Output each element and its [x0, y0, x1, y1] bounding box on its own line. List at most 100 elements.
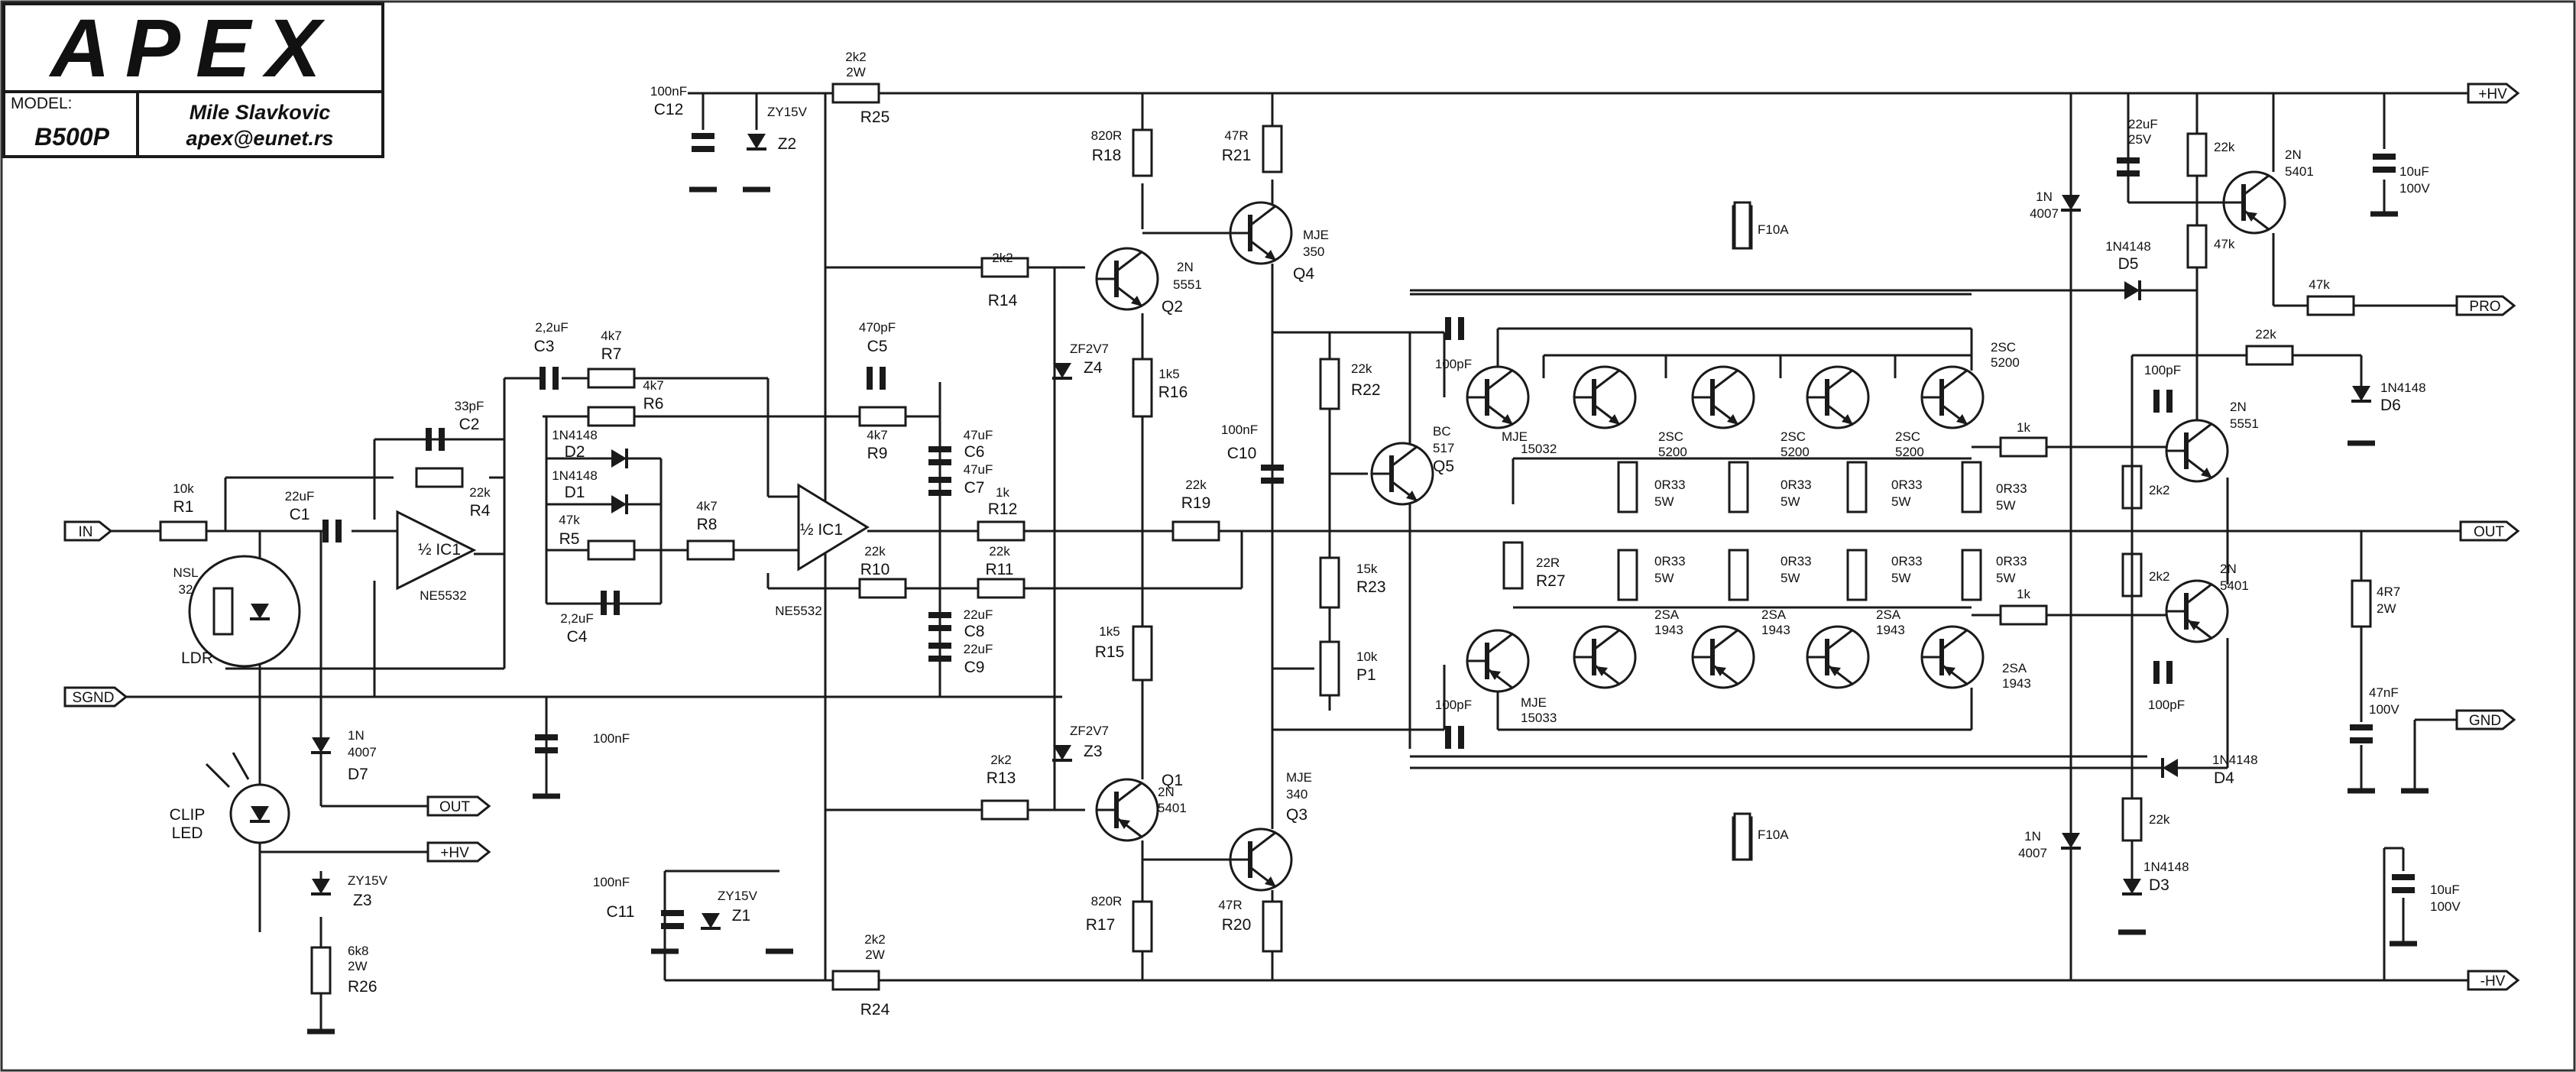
label-ic1b-ref: ½ IC1: [800, 521, 843, 539]
label-sc4-b: 5200: [1991, 355, 2020, 370]
label-mje15033-a: MJE: [1521, 695, 1547, 710]
label-nsl-b: 32: [179, 582, 193, 597]
label-re7-b: 5W: [1891, 571, 1911, 585]
label-z4-ref: Z4: [1084, 359, 1103, 377]
label-sa4-b: 1943: [2002, 676, 2031, 691]
label-r16-ref: R16: [1158, 384, 1188, 401]
label-c8-val: 22uF: [964, 607, 993, 622]
label-r11-ref: R11: [986, 561, 1014, 578]
label-r22k-a: 22k: [2214, 140, 2235, 154]
label-ic1a-part: NE5532: [420, 588, 466, 603]
label-r4r7-b: 2W: [2377, 601, 2396, 616]
label-c9-ref: C9: [964, 659, 985, 676]
grounds: [533, 189, 2429, 951]
label-sc3-a: 2SC: [1895, 429, 1920, 444]
label-re5-b: 5W: [1654, 571, 1674, 585]
label-mje15033-b: 15033: [1521, 711, 1557, 725]
label-q5-ref: Q5: [1433, 458, 1454, 475]
net-out: OUT: [2474, 524, 2505, 540]
label-re4-a: 0R33: [1996, 481, 2027, 496]
label-r22kc: 22k: [2149, 812, 2170, 827]
net-sgnd: SGND: [73, 690, 115, 706]
label-mje15032-b: 15032: [1521, 442, 1557, 456]
label-q5401a-b: 5401: [2285, 164, 2314, 179]
label-c22u-b: 25V: [2128, 132, 2152, 147]
label-q4-b: 350: [1303, 245, 1324, 259]
net-clip-hv: +HV: [440, 845, 469, 861]
label-c7-val: 47uF: [964, 462, 993, 477]
net-clip-out: OUT: [439, 799, 471, 815]
label-z3-val: ZY15V: [348, 873, 388, 888]
label-r24-val: 2k2: [864, 932, 885, 947]
label-f2: F10A: [1758, 827, 1789, 842]
label-r10-ref: R10: [860, 561, 890, 578]
label-r19-ref: R19: [1181, 494, 1211, 512]
label-q1-a: 2N: [1158, 785, 1175, 799]
label-r12-ref: R12: [988, 500, 1018, 518]
label-sc3-b: 5200: [1895, 445, 1924, 459]
label-sa4-a: 2SA: [2002, 661, 2027, 675]
label-c2-ref: C2: [459, 416, 480, 433]
label-sc4-a: 2SC: [1991, 340, 2016, 355]
label-ic1a-ref: ½ IC1: [418, 541, 461, 559]
label-r4r7-a: 4R7: [2377, 585, 2400, 599]
label-r47ka: 47k: [2214, 237, 2235, 251]
label-c1-val: 22uF: [285, 489, 315, 504]
label-mje15032-a: MJE: [1502, 429, 1528, 444]
net-minus-hv: -HV: [2480, 973, 2506, 989]
label-c2-val: 33pF: [455, 399, 484, 413]
label-d5-ref: D5: [2118, 255, 2139, 273]
label-d5-a: 1N4148: [2105, 239, 2151, 254]
label-re6-b: 5W: [1781, 571, 1800, 585]
label-q2-a: 2N: [1177, 260, 1194, 274]
label-ldr: LDR: [181, 649, 213, 667]
label-re1-a: 0R33: [1654, 478, 1686, 492]
label-re6-a: 0R33: [1781, 554, 1812, 568]
label-sa3-b: 1943: [1876, 623, 1905, 637]
label-c7-ref: C7: [964, 479, 985, 497]
label-r24-pwr: 2W: [865, 947, 885, 962]
label-r4-val: 22k: [469, 485, 491, 500]
label-z1-val: ZY15V: [718, 889, 758, 903]
label-sc1-b: 5200: [1658, 445, 1687, 459]
label-r26-ref: R26: [348, 978, 377, 996]
label-r5-val: 47k: [559, 513, 580, 527]
label-c12-ref: C12: [654, 101, 684, 118]
label-sc2-a: 2SC: [1781, 429, 1806, 444]
label-z3-ref: Z3: [353, 892, 372, 909]
label-r26-pwr: 2W: [348, 959, 368, 973]
model-value: B500P: [34, 123, 110, 151]
label-c100e: 100pF: [2148, 698, 2185, 712]
net-flags: IN SGND OUT +HV +HV PRO OUT GND -HV: [63, 83, 2520, 991]
label-d7-ref: D7: [348, 766, 368, 783]
label-q2-ref: Q2: [1162, 298, 1183, 316]
label-r25-pwr: 2W: [846, 65, 866, 79]
label-c1-ref: C1: [290, 506, 310, 523]
label-c47n-a: 47nF: [2369, 685, 2399, 700]
label-d7-b: 4007: [348, 745, 377, 759]
label-r16-val: 1k5: [1158, 367, 1179, 381]
label-r22kb: 22k: [2255, 327, 2276, 342]
label-c10ub-a: 10uF: [2430, 883, 2460, 897]
label-c10-val: 100nF: [1221, 423, 1258, 437]
label-r18-ref: R18: [1092, 147, 1122, 164]
label-re7-a: 0R33: [1891, 554, 1923, 568]
label-z2-val: ZY15V: [767, 105, 808, 119]
label-z3b-ref: Z3: [1084, 743, 1103, 760]
label-q1-b: 5401: [1158, 801, 1187, 815]
op-amps: [396, 483, 870, 591]
label-r8-val: 4k7: [696, 499, 717, 513]
label-d1-ref: D1: [565, 484, 585, 501]
label-d6-a: 1N4148: [2380, 381, 2426, 395]
label-q4-a: MJE: [1303, 228, 1329, 242]
label-sa2-b: 1943: [1761, 623, 1790, 637]
label-r18-val: 820R: [1091, 128, 1123, 143]
label-r5-ref: R5: [559, 530, 580, 548]
label-r47kb: 47k: [2309, 277, 2330, 292]
label-q5401a-a: 2N: [2285, 147, 2302, 162]
label-re8-b: 5W: [1996, 571, 2016, 585]
label-nsl-a: NSL: [173, 565, 198, 580]
label-r14-val: 2k2: [992, 251, 1013, 265]
label-c6-val: 47uF: [964, 428, 993, 442]
